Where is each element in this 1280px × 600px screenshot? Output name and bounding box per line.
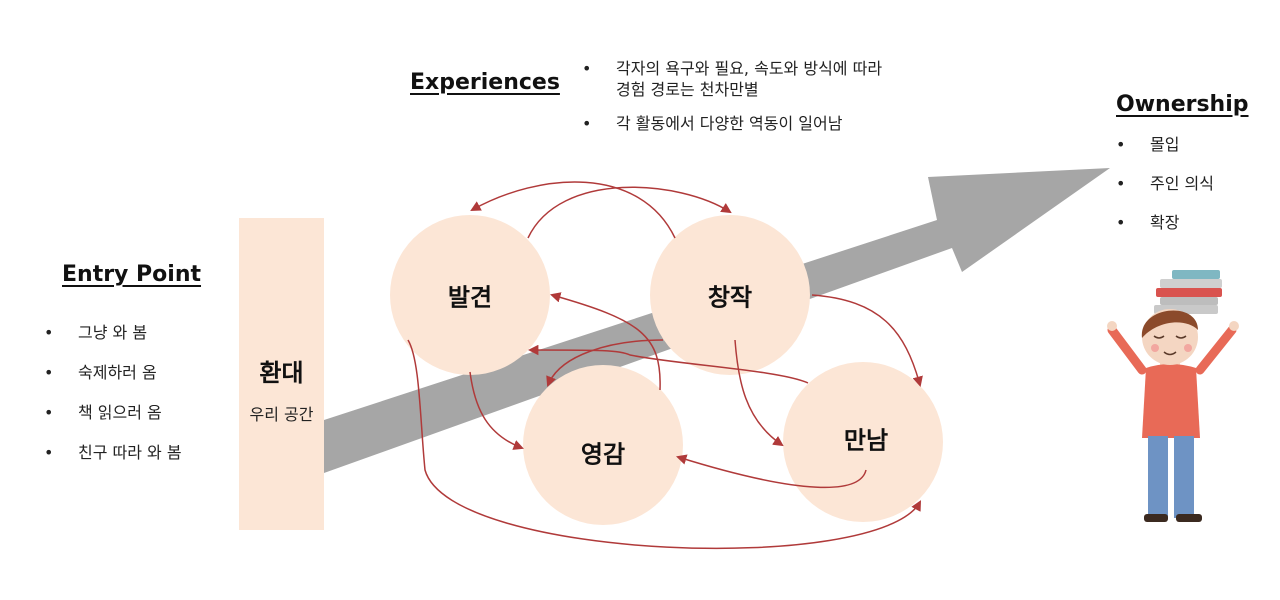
connector-arrow (734, 339, 784, 447)
welcome-subtitle: 우리 공간 (249, 405, 314, 424)
experiences-list: 각자의 욕구와 필요, 속도와 방식에 따라 경험 경로는 천차만별 각 활동에… (582, 58, 882, 147)
connector-arrow (675, 454, 867, 489)
connector-arrow (469, 371, 524, 450)
ownership-heading: Ownership (1116, 92, 1249, 117)
list-item-line: 경험 경로는 천차만별 (616, 80, 759, 99)
connector-arrow (811, 294, 923, 388)
welcome-title: 환대 (259, 359, 304, 387)
inspiration-circle (523, 365, 683, 525)
list-item-line: 각 활동에서 다양한 역동이 일어남 (616, 114, 843, 133)
connector-arrow (527, 344, 809, 384)
connector-arrow (549, 292, 661, 391)
list-item: 각자의 욕구와 필요, 속도와 방식에 따라 경험 경로는 천차만별 (582, 58, 882, 100)
experiences-heading: Experiences (410, 70, 560, 95)
list-item: 숙제하러 옴 (44, 362, 182, 384)
list-item: 확장 (1116, 212, 1214, 234)
ownership-list: 몰입 주인 의식 확장 (1116, 134, 1214, 251)
creation-circle (650, 215, 810, 375)
connector-arrow (470, 181, 676, 239)
list-item: 친구 따라 와 봄 (44, 442, 182, 464)
list-item: 몰입 (1116, 134, 1214, 156)
discovery-label: 발견 (447, 283, 493, 312)
meeting-circle (783, 362, 943, 522)
connector-arrow (546, 339, 664, 387)
child-with-books-illustration (1107, 270, 1239, 522)
meeting-label: 만남 (843, 426, 889, 455)
list-item-line: 각자의 욕구와 필요, 속도와 방식에 따라 (616, 59, 883, 78)
list-item: 각 활동에서 다양한 역동이 일어남 (582, 113, 882, 134)
creation-label: 창작 (707, 283, 753, 312)
inspiration-label: 영감 (580, 440, 626, 469)
discovery-circle (390, 215, 550, 375)
list-item: 그냥 와 봄 (44, 322, 182, 344)
welcome-bar: 환대 우리 공간 (239, 218, 324, 530)
connector-arrow (407, 339, 922, 550)
list-item: 책 읽으러 옴 (44, 402, 182, 424)
connector-arrow (527, 186, 732, 239)
list-item: 주인 의식 (1116, 173, 1214, 195)
entry-point-list: 그냥 와 봄 숙제하러 옴 책 읽으러 옴 친구 따라 와 봄 (44, 322, 182, 482)
entry-point-heading: Entry Point (62, 262, 202, 287)
